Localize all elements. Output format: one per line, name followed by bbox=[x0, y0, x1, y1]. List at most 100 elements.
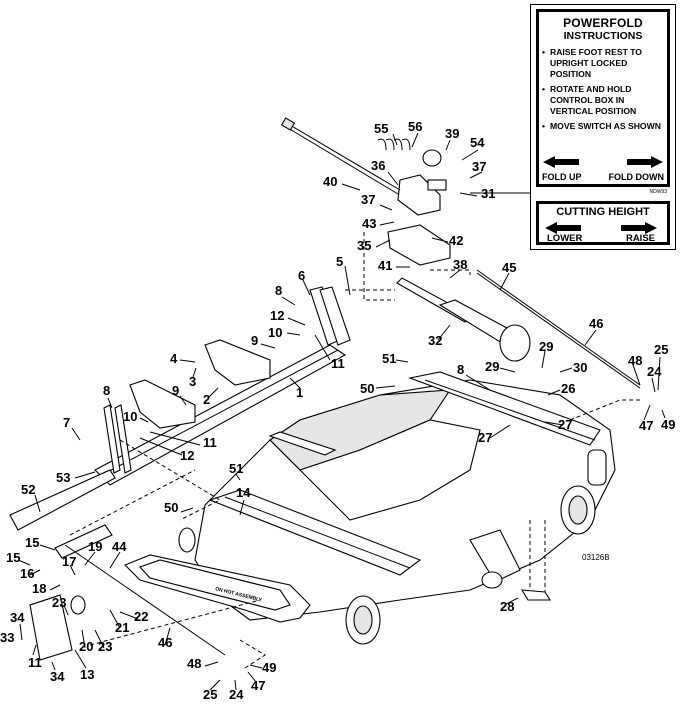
callout-17: 17 bbox=[62, 554, 76, 569]
callout-50: 50 bbox=[164, 500, 178, 515]
instruction-decal-panel: POWERFOLD INSTRUCTIONS RAISE FOOT REST T… bbox=[530, 4, 676, 250]
callout-34: 34 bbox=[10, 610, 25, 625]
callout-47: 47 bbox=[639, 418, 653, 433]
callout-33: 33 bbox=[0, 630, 14, 645]
foot-rest: ON HOT ASSEMBLY bbox=[124, 554, 311, 623]
callout-31: 31 bbox=[481, 186, 495, 201]
callout-1: 1 bbox=[296, 385, 303, 400]
callout-45: 45 bbox=[502, 260, 516, 275]
callout-12: 12 bbox=[180, 448, 194, 463]
adjust-rod bbox=[64, 269, 641, 656]
instruction-step: MOVE SWITCH AS SHOWN bbox=[542, 121, 667, 132]
raise-label: RAISE bbox=[625, 233, 655, 244]
callout-11: 11 bbox=[203, 435, 217, 450]
callout-25: 25 bbox=[203, 687, 217, 702]
fold-up-label: FOLD UP bbox=[542, 172, 582, 182]
callout-36: 36 bbox=[371, 158, 385, 173]
callout-24: 24 bbox=[647, 364, 662, 379]
instruction-step: ROTATE AND HOLD CONTROL BOX IN VERTICAL … bbox=[542, 84, 667, 117]
height-quadrant bbox=[29, 594, 86, 661]
callout-29: 29 bbox=[539, 339, 553, 354]
callout-14: 14 bbox=[236, 485, 251, 500]
callout-37: 37 bbox=[361, 192, 375, 207]
fold-labels: FOLD UP FOLD DOWN bbox=[542, 172, 664, 182]
powerfold-title: POWERFOLD bbox=[563, 16, 643, 30]
instruction-steps: RAISE FOOT REST TO UPRIGHT LOCKED POSITI… bbox=[539, 47, 667, 132]
callout-44: 44 bbox=[112, 539, 127, 554]
mount-bracket bbox=[520, 520, 551, 601]
callout-50: 50 bbox=[360, 381, 374, 396]
actuator bbox=[396, 277, 531, 362]
callout-49: 49 bbox=[262, 660, 276, 675]
callout-30: 30 bbox=[573, 360, 587, 375]
callout-8: 8 bbox=[275, 283, 282, 298]
callout-15: 15 bbox=[6, 550, 20, 565]
callout-42: 42 bbox=[449, 233, 463, 248]
height-arrows bbox=[545, 222, 657, 234]
cutting-height-title: CUTTING HEIGHT bbox=[556, 206, 650, 218]
callout-16: 16 bbox=[20, 566, 34, 581]
caster-wheel-front-left bbox=[178, 527, 381, 645]
callout-10: 10 bbox=[123, 409, 137, 424]
arrow-left-icon bbox=[543, 156, 579, 168]
callout-19: 19 bbox=[88, 539, 102, 554]
callout-6: 6 bbox=[298, 268, 305, 283]
fold-arrows bbox=[543, 156, 663, 168]
callout-53: 53 bbox=[56, 470, 70, 485]
figure-id: 03126B bbox=[582, 553, 610, 562]
callout-41: 41 bbox=[378, 258, 392, 273]
callout-55: 55 bbox=[374, 121, 388, 136]
instructions-subtitle: INSTRUCTIONS bbox=[563, 30, 643, 42]
callout-leaders bbox=[17, 132, 666, 691]
callout-27: 27 bbox=[478, 430, 492, 445]
arrow-right-icon bbox=[621, 222, 657, 234]
anti-scalp-roller bbox=[469, 529, 521, 589]
callout-52: 52 bbox=[21, 482, 35, 497]
callout-48: 48 bbox=[628, 353, 642, 368]
callout-27: 27 bbox=[558, 417, 572, 432]
callout-28: 28 bbox=[500, 599, 514, 614]
callout-22: 22 bbox=[134, 609, 148, 624]
callout-12: 12 bbox=[270, 308, 284, 323]
callout-11: 11 bbox=[331, 356, 345, 371]
arrow-right-icon bbox=[627, 156, 663, 168]
callout-39: 39 bbox=[445, 126, 459, 141]
callout-54: 54 bbox=[470, 135, 485, 150]
callout-23: 23 bbox=[52, 595, 66, 610]
callout-34: 34 bbox=[50, 669, 65, 684]
callout-56: 56 bbox=[408, 119, 422, 134]
callout-51: 51 bbox=[382, 351, 396, 366]
callout-32: 32 bbox=[428, 333, 442, 348]
callout-24: 24 bbox=[229, 687, 244, 702]
callout-15: 15 bbox=[25, 535, 39, 550]
mower-deck bbox=[194, 371, 616, 621]
callout-51: 51 bbox=[229, 461, 243, 476]
callout-20: 20 bbox=[79, 639, 93, 654]
callout-13: 13 bbox=[80, 667, 94, 682]
arrow-left-icon bbox=[545, 222, 581, 234]
callout-11: 11 bbox=[28, 655, 42, 670]
callout-3: 3 bbox=[189, 374, 196, 389]
caster-wheel-right bbox=[560, 449, 607, 535]
callout-49: 49 bbox=[661, 417, 675, 432]
callout-43: 43 bbox=[362, 216, 376, 231]
callout-46: 46 bbox=[589, 316, 603, 331]
callout-26: 26 bbox=[561, 381, 575, 396]
lift-frame bbox=[9, 286, 351, 559]
instruction-step: RAISE FOOT REST TO UPRIGHT LOCKED POSITI… bbox=[542, 47, 667, 80]
callout-9: 9 bbox=[172, 383, 179, 398]
callout-37: 37 bbox=[472, 159, 486, 174]
callout-18: 18 bbox=[32, 581, 46, 596]
lower-label: LOWER bbox=[547, 233, 583, 244]
callout-9: 9 bbox=[251, 333, 258, 348]
callout-8: 8 bbox=[457, 362, 464, 377]
cutting-height-box: CUTTING HEIGHT LOWER RAISE bbox=[536, 201, 670, 245]
callout-10: 10 bbox=[268, 325, 282, 340]
callout-labels: 55 56 39 54 36 37 40 31 37 43 42 35 5 41… bbox=[0, 119, 675, 702]
callout-8: 8 bbox=[103, 383, 110, 398]
callout-47: 47 bbox=[251, 678, 265, 693]
callout-21: 21 bbox=[115, 620, 129, 635]
callout-4: 4 bbox=[170, 351, 178, 366]
callout-2: 2 bbox=[203, 392, 210, 407]
